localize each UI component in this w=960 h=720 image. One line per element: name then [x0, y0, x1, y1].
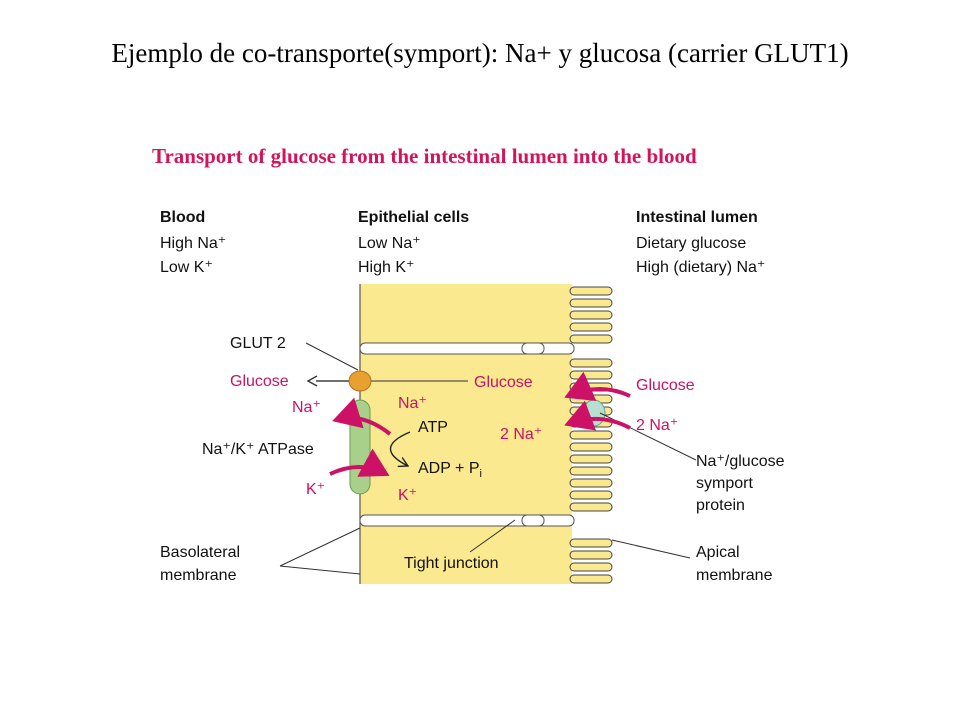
- microvillus: [569, 502, 613, 512]
- two-na-lumen-label: 2 Na⁺: [636, 417, 678, 434]
- k-influx-arrow: [329, 448, 390, 477]
- tight-junction-pointer: [469, 519, 516, 553]
- symport-label-3: protein: [696, 497, 745, 514]
- microvillus: [569, 454, 613, 464]
- k-blood-label: K⁺: [306, 481, 325, 498]
- microvillus: [569, 334, 613, 344]
- na-entry-arrow: [564, 400, 631, 431]
- lumen-line1: Dietary glucose: [636, 235, 746, 252]
- microvillus: [569, 550, 613, 560]
- na-blood-label: Na⁺: [292, 399, 321, 416]
- microvillus: [569, 310, 613, 320]
- apical-label-1: Apical: [696, 544, 740, 561]
- figure-title: Transport of glucose from the intestinal…: [152, 144, 697, 168]
- pump-label: Na⁺/K⁺ ATPase: [202, 441, 314, 458]
- glucose-entry-arrow: [564, 371, 631, 402]
- glut2-label: GLUT 2: [230, 335, 286, 352]
- epithelial-cells: [359, 284, 575, 584]
- basolateral-label-1: Basolateral: [160, 544, 240, 561]
- slide-title: Ejemplo de co-transporte(symport): Na+ y…: [111, 38, 849, 68]
- microvillus: [569, 490, 613, 500]
- microvillus: [569, 466, 613, 476]
- epithelial-line1: Low Na⁺: [358, 235, 421, 252]
- blood-heading: Blood: [160, 209, 205, 226]
- microvillus: [569, 562, 613, 572]
- glucose-lumen-label: Glucose: [636, 377, 695, 394]
- apical-pointer: [611, 539, 691, 559]
- basolateral-label-2: membrane: [160, 567, 237, 584]
- glut2-transporter: [348, 370, 372, 392]
- symport-protein: [582, 399, 606, 427]
- symport-label-2: symport: [696, 475, 753, 492]
- microvillus: [569, 430, 613, 440]
- microvillus: [569, 442, 613, 452]
- apical-label-2: membrane: [696, 567, 773, 584]
- blood-line1: High Na⁺: [160, 235, 226, 252]
- na-k-atpase-pump: [349, 399, 371, 495]
- symport-label-1: Na⁺/glucose: [696, 453, 785, 470]
- microvilli: [569, 286, 613, 584]
- epithelial-line2: High K⁺: [358, 259, 414, 276]
- k-cell-label: K⁺: [398, 487, 417, 504]
- lumen-heading: Intestinal lumen: [636, 209, 758, 226]
- microvillus: [569, 478, 613, 488]
- atp-label: ATP: [418, 419, 448, 436]
- lumen-line2: High (dietary) Na⁺: [636, 259, 765, 276]
- tight-junction-label: Tight junction: [404, 555, 499, 572]
- glucose-cell-label: Glucose: [474, 374, 533, 391]
- blood-line2: Low K⁺: [160, 259, 213, 276]
- epithelial-heading: Epithelial cells: [358, 209, 469, 226]
- adp-label: ADP + Pi: [418, 460, 482, 480]
- basolateral-pointer-2: [279, 565, 361, 575]
- glucose-blood-label: Glucose: [230, 373, 289, 390]
- glut2-pointer: [305, 342, 359, 371]
- atp-hydrolysis-arrow: [389, 431, 411, 468]
- microvillus: [569, 286, 613, 296]
- microvillus: [569, 370, 613, 380]
- two-na-cell-label: 2 Na⁺: [500, 426, 542, 443]
- microvillus: [569, 574, 613, 584]
- microvillus: [569, 298, 613, 308]
- microvillus: [569, 358, 613, 368]
- microvillus: [569, 538, 613, 548]
- microvillus: [569, 322, 613, 332]
- basolateral-pointer-1: [279, 527, 361, 567]
- na-efflux-arrow: [332, 397, 392, 436]
- na-cell-label: Na⁺: [398, 395, 427, 412]
